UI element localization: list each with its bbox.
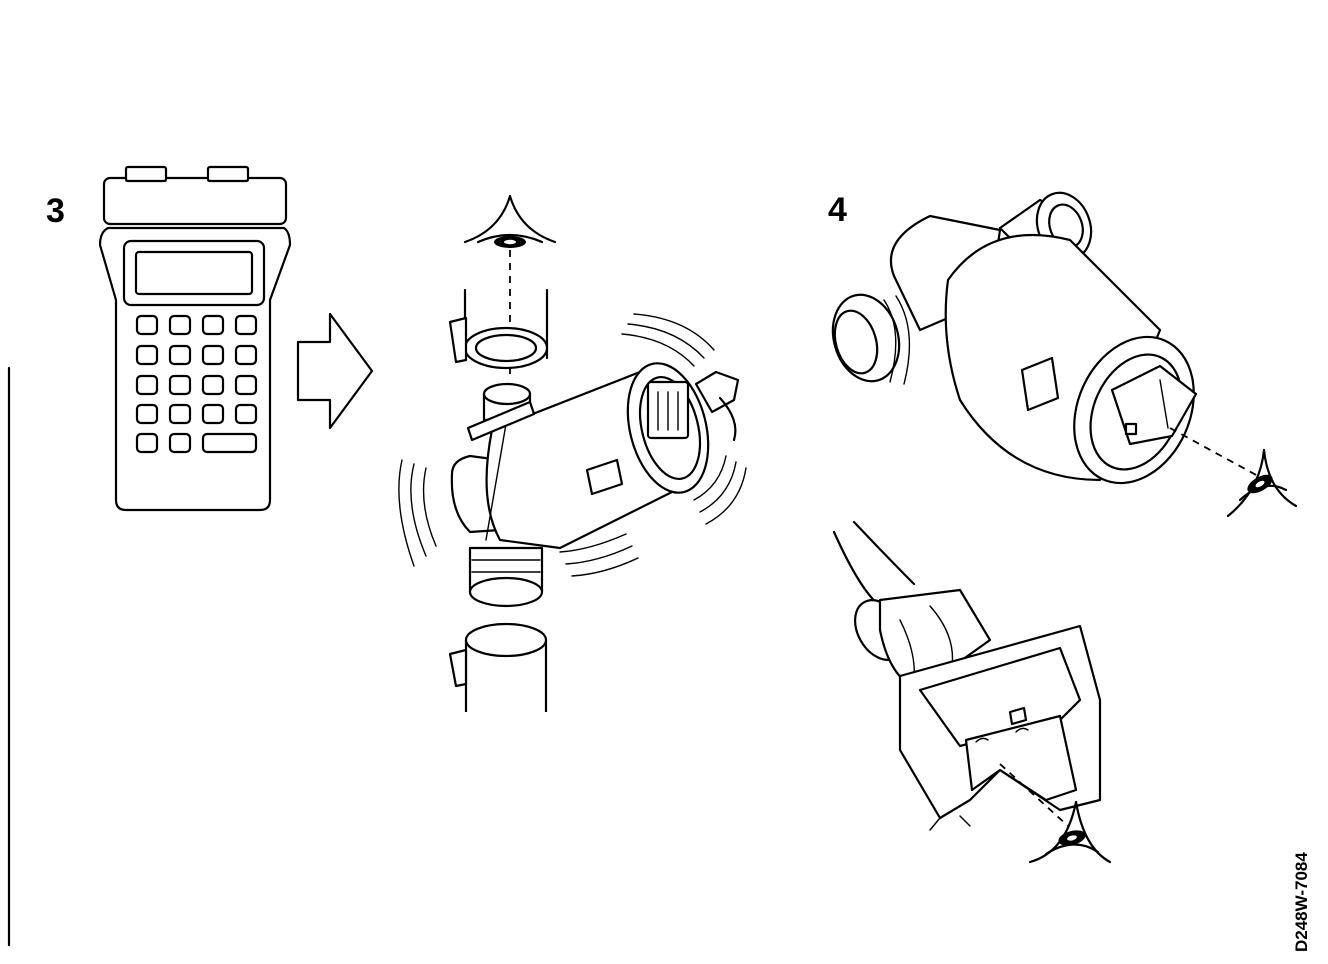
arrow-right-icon bbox=[296, 312, 374, 430]
sight-line-valve bbox=[1169, 427, 1259, 477]
sight-line-plug bbox=[999, 763, 1069, 827]
step-4-label: 4 bbox=[828, 191, 847, 229]
upper-hose bbox=[448, 288, 549, 370]
vibration-lines bbox=[398, 313, 747, 577]
connector-plug-icon bbox=[832, 520, 1102, 831]
lower-hose bbox=[448, 622, 548, 712]
figure-code: D248W-7084 bbox=[1292, 852, 1311, 952]
valve-closeup bbox=[831, 191, 1198, 485]
eye-icon bbox=[1028, 800, 1112, 864]
eye-icon bbox=[463, 194, 557, 248]
eye-icon bbox=[1226, 448, 1298, 518]
idle-air-control-valve-icon bbox=[450, 362, 740, 608]
diagnostic-tester-icon bbox=[98, 165, 292, 512]
step-3-label: 3 bbox=[46, 192, 65, 230]
